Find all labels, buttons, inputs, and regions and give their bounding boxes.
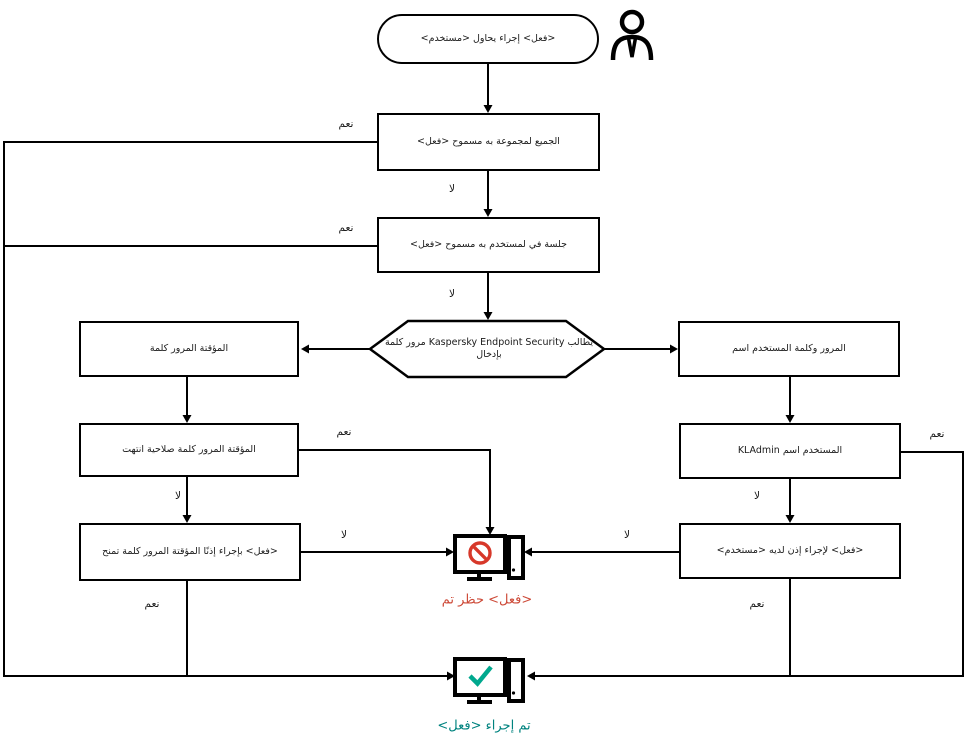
edge-label-yes-session: نعم	[336, 222, 356, 234]
allowed-for-session-user-label: جلسة في لمستخدم به مسموح <فعل>	[410, 239, 567, 251]
temporary-password-label: المؤقتة المرور كلمة	[149, 343, 229, 355]
person-icon	[610, 9, 654, 61]
temporary-password-grants-label: <فعل> بإجراء إذنًا المؤقتة المرور كلمة ت…	[102, 546, 278, 558]
edge-label-yes-expired: نعم	[334, 426, 354, 438]
edge-label-yes-permission: نعم	[747, 598, 767, 610]
username-and-password-node: المرور وكلمة المستخدم اسم	[678, 321, 900, 377]
action-performed-caption: تم إجراء <فعل>	[437, 718, 531, 734]
prohibition-icon	[468, 541, 492, 565]
temporary-password-expired-label: المؤقتة المرور كلمة صلاحية انتهت	[122, 444, 256, 456]
allowed-for-everyone-label: الجميع لمجموعة به مسموح <فعل>	[417, 136, 560, 148]
password-prompt-label: يطالب Kaspersky Endpoint Security مرور ك…	[384, 337, 594, 360]
edge-label-no-grants: لا	[339, 529, 349, 541]
edges	[3, 64, 964, 677]
user-has-permission-label: <فعل> لإجراء إذن لديه <مستخدم>	[716, 545, 864, 557]
edge-label-no-kladmin: لا	[752, 490, 762, 502]
action-blocked-caption: <فعل> حظر تم	[441, 592, 533, 608]
temporary-password-grants-node: <فعل> بإجراء إذنًا المؤقتة المرور كلمة ت…	[79, 523, 301, 581]
temporary-password-node: المؤقتة المرور كلمة	[79, 321, 299, 377]
password-prompt-node: يطالب Kaspersky Endpoint Security مرور ك…	[374, 335, 604, 363]
success-computer-icon	[453, 657, 525, 704]
edge-label-yes-grants: نعم	[142, 598, 162, 610]
edge-label-no-permission: لا	[622, 529, 632, 541]
edge-label-yes-everyone: نعم	[336, 118, 356, 130]
blocked-computer-icon	[453, 534, 525, 581]
allowed-for-session-user-node: جلسة في لمستخدم به مسموح <فعل>	[377, 217, 600, 273]
edge-label-no-expired: لا	[173, 490, 183, 502]
start-node-label: <فعل> إجراء يحاول <مستخدم>	[420, 33, 556, 45]
username-and-password-label: المرور وكلمة المستخدم اسم	[732, 343, 846, 355]
username-kladmin-label: المستخدم اسم KLAdmin	[737, 445, 843, 457]
username-kladmin-node: المستخدم اسم KLAdmin	[679, 423, 901, 479]
arrowheads	[182, 105, 795, 681]
temporary-password-expired-node: المؤقتة المرور كلمة صلاحية انتهت	[79, 423, 299, 477]
start-node: <فعل> إجراء يحاول <مستخدم>	[377, 14, 599, 64]
edge-label-yes-kladmin: نعم	[927, 428, 947, 440]
allowed-for-everyone-node: الجميع لمجموعة به مسموح <فعل>	[377, 113, 600, 171]
edge-label-no-session: لا	[447, 288, 457, 300]
edge-label-no-everyone: لا	[447, 183, 457, 195]
decision-hexagon	[367, 319, 607, 379]
checkmark-icon	[468, 665, 493, 687]
user-has-permission-node: <فعل> لإجراء إذن لديه <مستخدم>	[679, 523, 901, 579]
